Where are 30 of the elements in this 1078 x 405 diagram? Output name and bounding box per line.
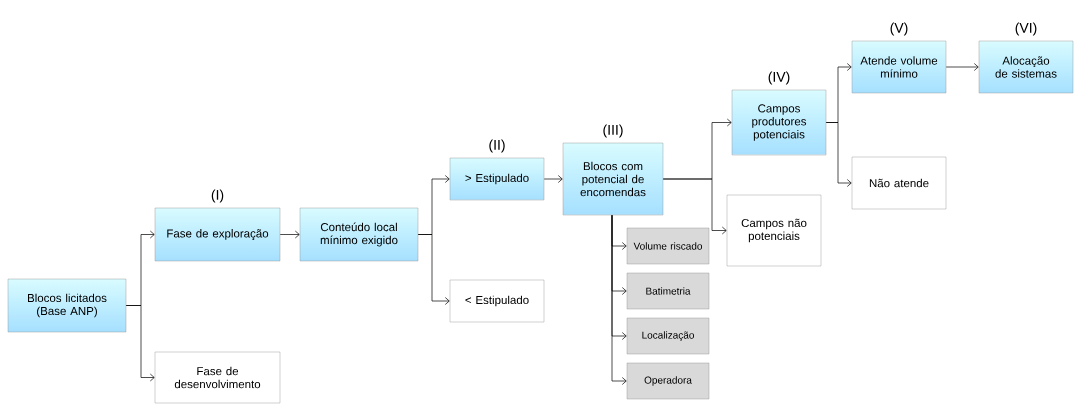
- criterion-box: Batimetria: [626, 272, 710, 310]
- outcome-box: Não atende: [851, 156, 947, 210]
- criterion-box: Operadora: [626, 362, 710, 400]
- process-box: Alocação de sistemas: [978, 40, 1074, 94]
- criterion-box: Localização: [626, 317, 710, 355]
- arrow: [125, 305, 155, 382]
- arrow: [825, 122, 852, 187]
- outcome-box: < Estipulado: [449, 279, 545, 323]
- arrow: [611, 214, 627, 385]
- outcome-box: Campos não potenciais: [726, 194, 822, 267]
- process-box: Conteúdo local mínimo exigido: [299, 207, 419, 262]
- criterion-box: Volume riscado: [626, 227, 710, 265]
- stage-number: (VI): [1015, 22, 1037, 36]
- process-box: Campos produtores potenciais: [731, 89, 827, 156]
- process-box: Fase de exploração: [154, 207, 281, 262]
- arrow: [417, 234, 450, 305]
- arrow: [945, 63, 979, 71]
- outcome-box: Fase de desenvolvimento: [154, 351, 281, 404]
- stage-number: (I): [211, 189, 224, 203]
- stage-number: (III): [603, 124, 623, 138]
- process-box: Blocos licitados (Base ANP): [7, 278, 127, 333]
- process-box: Blocos com potencial de encomendas: [562, 142, 664, 216]
- process-box: Atende volume mínimo: [851, 40, 947, 94]
- stage-number: (V): [890, 22, 908, 36]
- arrow: [662, 178, 727, 235]
- process-box: > Estipulado: [449, 157, 545, 201]
- stage-number: (II): [489, 139, 505, 153]
- stage-number: (IV): [768, 71, 790, 85]
- arrow: [279, 230, 300, 239]
- arrow: [543, 175, 563, 183]
